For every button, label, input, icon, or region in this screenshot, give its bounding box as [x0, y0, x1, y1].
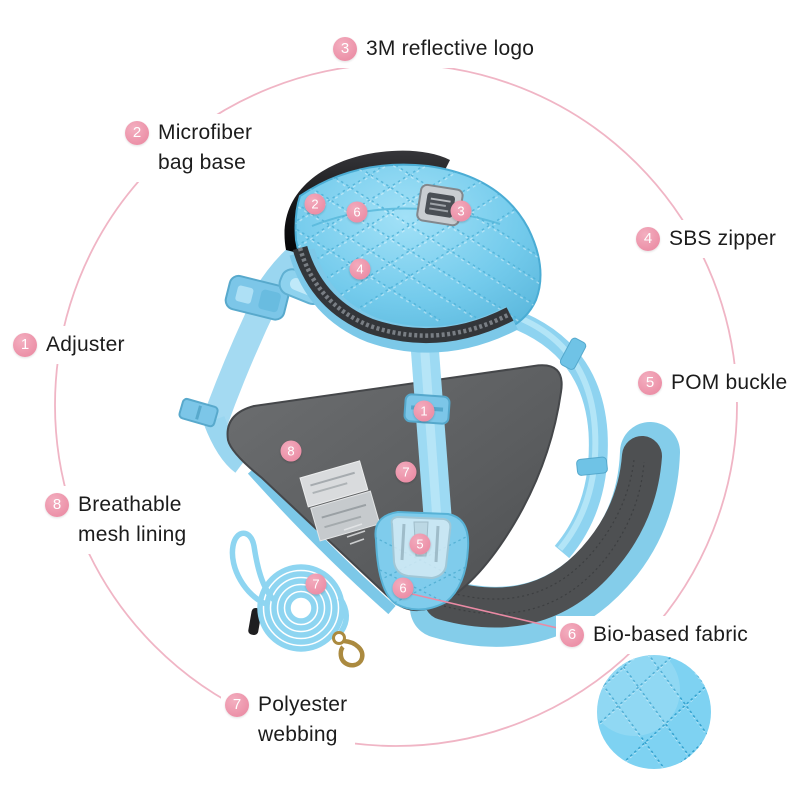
callout-badge-2: 2: [125, 121, 149, 145]
mesh-panel: [226, 364, 563, 615]
leash-clasp: [332, 631, 365, 668]
callout-text-buckle: POM buckle: [671, 371, 788, 394]
marker-adjuster: 1: [413, 400, 435, 422]
leash: [229, 530, 365, 668]
belly-band: [410, 422, 680, 647]
callout-text-zipper: SBS zipper: [669, 227, 777, 250]
side-release-buckle: [224, 274, 290, 321]
callout-text-webbing-line1: Polyester: [258, 693, 348, 716]
marker-leash-webbing: 7: [305, 573, 327, 595]
callout-text-adjuster: Adjuster: [46, 333, 125, 356]
marker-bottom-fabric: 6: [392, 577, 414, 599]
callout-text-mesh-line2: mesh lining: [78, 523, 187, 546]
callout-badge-7: 7: [225, 693, 249, 717]
marker-mesh-panel: 8: [280, 440, 302, 462]
callout-badge-5: 5: [638, 371, 662, 395]
callout-polyester-webbing: 7 Polyester webbing: [221, 686, 356, 754]
callout-text-mesh-line1: Breathable: [78, 493, 182, 516]
marker-bag-base: 2: [304, 193, 326, 215]
marker-pom-buckle: 5: [409, 533, 431, 555]
callout-bio-fabric: 6 Bio-based fabric: [556, 616, 756, 654]
callout-text-microfiber-line1: Microfiber: [158, 121, 253, 144]
marker-reflective-logo: 3: [450, 200, 472, 222]
callout-badge-6: 6: [560, 623, 584, 647]
leash-coil: [257, 564, 345, 652]
marker-zipper: 4: [349, 258, 371, 280]
bag-quilting: [295, 164, 541, 323]
marker-bag-fabric: 6: [346, 201, 368, 223]
callout-badge-4: 4: [636, 227, 660, 251]
left-adjuster: [178, 397, 219, 428]
callout-text-microfiber-line2: bag base: [158, 151, 247, 174]
leader-line: [411, 593, 567, 631]
callout-mesh-lining: 8 Breathable mesh lining: [41, 486, 195, 554]
leash-handle: [229, 530, 277, 607]
size-label: [299, 460, 381, 542]
callout-text-reflective: 3M reflective logo: [366, 37, 535, 60]
callout-badge-8: 8: [45, 493, 69, 517]
callout-adjuster: 1 Adjuster: [9, 326, 133, 364]
callout-badge-3: 3: [333, 37, 357, 61]
right-strap: [508, 309, 608, 559]
callout-text-webbing: Polyester webbing: [258, 690, 347, 750]
callout-text-mesh: Breathable mesh lining: [78, 490, 186, 550]
callout-microfiber: 2 Microfiber bag base: [121, 114, 261, 182]
callout-badge-1: 1: [13, 333, 37, 357]
callout-sbs-zipper: 4 SBS zipper: [632, 220, 785, 258]
marker-front-webbing: 7: [395, 461, 417, 483]
callout-text-webbing-line2: webbing: [258, 723, 338, 746]
callout-pom-buckle: 5 POM buckle: [634, 364, 796, 402]
zipper: [289, 245, 518, 353]
callout-text-microfiber: Microfiber bag base: [158, 118, 252, 178]
callout-reflective-logo: 3 3M reflective logo: [329, 30, 543, 68]
callout-text-biofabric: Bio-based fabric: [593, 623, 748, 646]
